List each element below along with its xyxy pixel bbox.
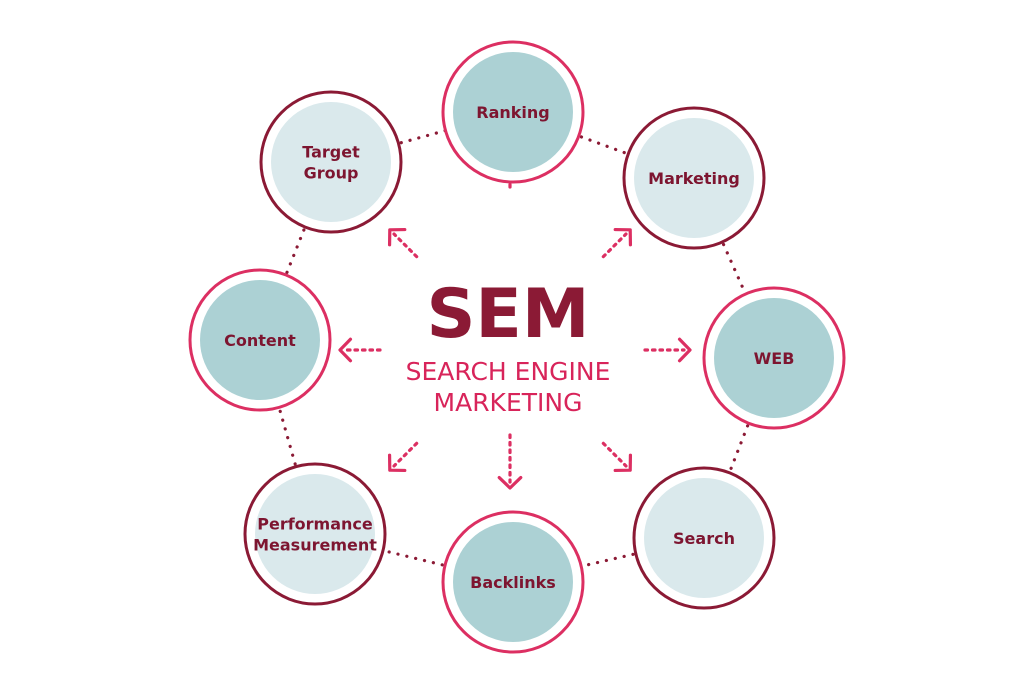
sem-title: SEM [426,275,589,354]
arrow-down-icon [497,433,523,490]
arrow-down-left-icon [387,441,419,473]
node-marketing: Marketing [622,106,766,250]
node-fill-web [714,298,834,418]
subtitle-line-2: MARKETING [434,388,583,417]
node-fill-target-group [271,102,391,222]
arrow-up-right-icon [601,227,633,259]
arrow-down-right-icon [601,441,633,473]
node-label-web: WEB [754,349,795,368]
center-title: SEM SEARCH ENGINE MARKETING [406,275,611,417]
node-fill-content [200,280,320,400]
subtitle-line-1: SEARCH ENGINE [406,357,611,386]
arrow-up-left-icon [387,227,419,259]
node-fill-marketing [634,118,754,238]
node-content: Content [188,268,332,412]
node-label-content: Content [224,331,296,350]
node-fill-performance-measurement [255,474,375,594]
node-label-search: Search [673,529,735,548]
node-label-backlinks: Backlinks [470,573,556,592]
node-label-ranking: Ranking [476,103,549,122]
arrow-right-icon [643,337,692,363]
arrow-group [338,143,692,490]
arrow-left-icon [338,337,382,363]
node-label-performance-measurement: Performance [257,515,373,534]
dotted-connector-performance-measurement [258,338,317,536]
node-label-target-group: Group [304,164,359,183]
node-fill-search [644,478,764,598]
node-label-marketing: Marketing [648,169,740,188]
node-fill-backlinks [453,522,573,642]
node-fill-ranking [453,52,573,172]
node-web: WEB [702,286,846,430]
node-backlinks: Backlinks [441,510,585,654]
node-label-target-group: Target [302,143,360,162]
node-ranking: Ranking [441,40,585,184]
node-search: Search [632,466,776,610]
node-label-performance-measurement: Measurement [253,536,377,555]
